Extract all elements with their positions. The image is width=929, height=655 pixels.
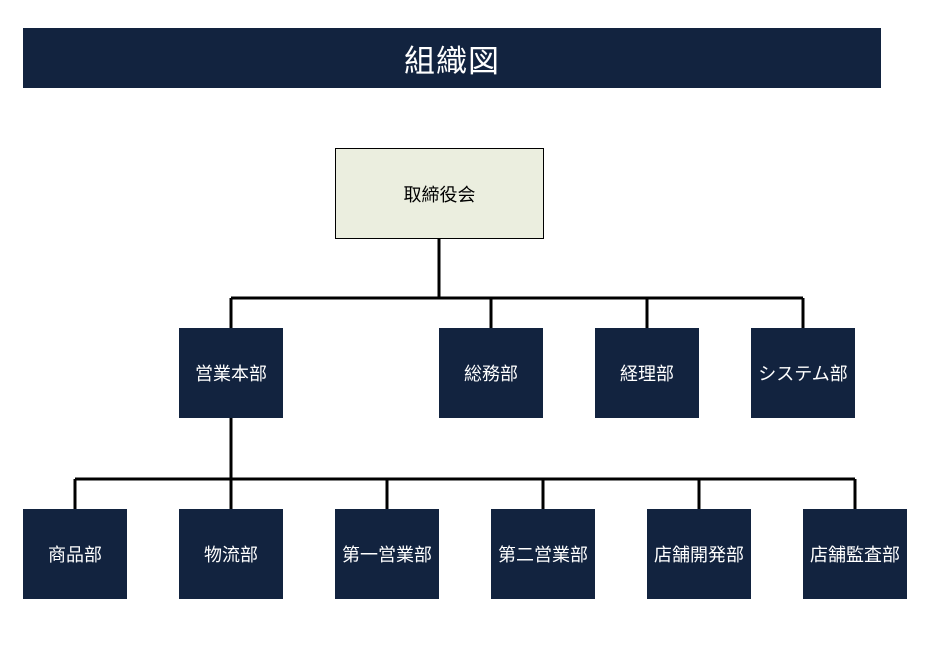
accounting-node: 経理部 [595, 328, 699, 418]
merchandise-node: 商品部 [23, 509, 127, 599]
board-of-directors-node: 取締役会 [335, 148, 544, 239]
store-audit-node: 店舗監査部 [803, 509, 907, 599]
logistics-node: 物流部 [179, 509, 283, 599]
general-affairs-node: 総務部 [439, 328, 543, 418]
sales-headquarters-node: 営業本部 [179, 328, 283, 418]
store-development-node: 店舗開発部 [647, 509, 751, 599]
sales-1-node: 第一営業部 [335, 509, 439, 599]
systems-node: システム部 [751, 328, 855, 418]
sales-2-node: 第二営業部 [491, 509, 595, 599]
page-title: 組織図 [23, 28, 881, 88]
